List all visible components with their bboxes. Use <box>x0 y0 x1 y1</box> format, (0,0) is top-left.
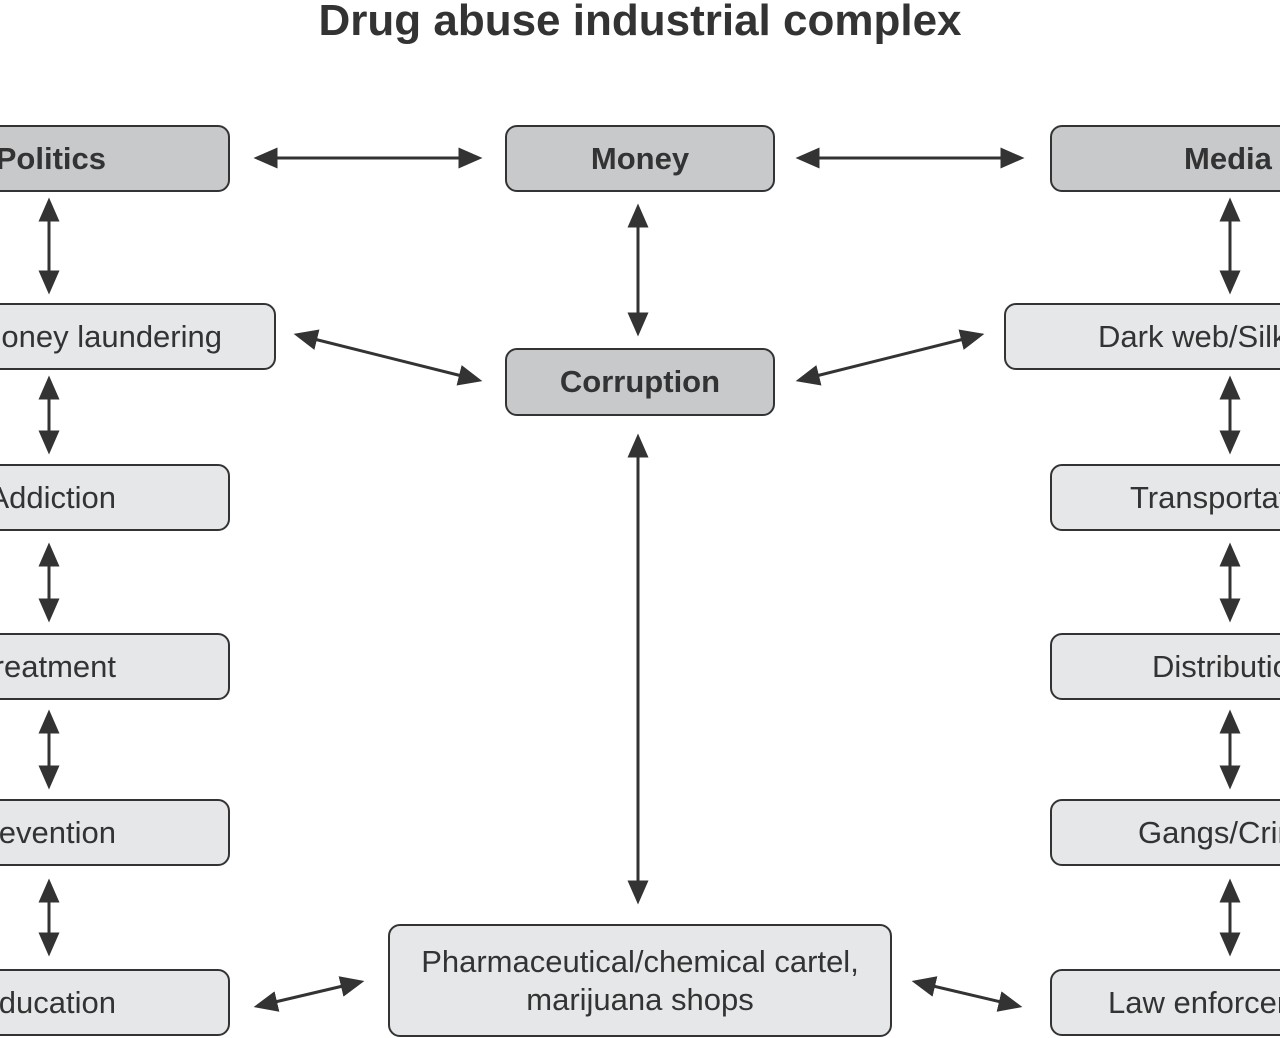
node-prevention: Prevention <box>0 799 230 866</box>
node-pharma-line2: marijuana shops <box>526 981 754 1017</box>
node-dark-web-label: Dark web/Silk Road <box>1098 318 1280 354</box>
arrow-laundering-corruption <box>293 329 483 386</box>
node-money-laundering-label: Money laundering <box>0 318 222 354</box>
arrow-education-pharma <box>253 976 365 1012</box>
node-politics: Politics <box>0 125 230 192</box>
node-corruption: Corruption <box>505 348 775 416</box>
node-gangs-label: Gangs/Crime <box>1138 814 1280 850</box>
node-education-label: Education <box>0 984 116 1020</box>
node-media: Media <box>1050 125 1280 192</box>
node-pharma-line1: Pharmaceutical/chemical cartel, <box>421 943 859 979</box>
node-money-label: Money <box>590 140 690 176</box>
diagram-title: Drug abuse industrial complex <box>318 0 962 45</box>
node-dark-web: Dark web/Silk Road <box>1004 303 1280 370</box>
node-prevention-label: Prevention <box>0 814 116 850</box>
node-money-laundering: Money laundering <box>0 303 276 370</box>
node-addiction: Addiction <box>0 464 230 531</box>
node-pharma-cartel: Pharmaceutical/chemical cartel, marijuan… <box>388 924 892 1037</box>
arrow-pharma-law <box>911 976 1023 1012</box>
node-gangs: Gangs/Crime <box>1050 799 1280 866</box>
node-addiction-label: Addiction <box>0 479 116 515</box>
node-treatment: Treatment <box>0 633 230 700</box>
node-law-enforcement: Law enforcement <box>1050 969 1280 1036</box>
node-media-label: Media <box>1184 140 1272 176</box>
node-distribution-label: Distribution <box>1152 648 1280 684</box>
node-distribution: Distribution <box>1050 633 1280 700</box>
node-corruption-label: Corruption <box>559 364 721 399</box>
node-law-enforcement-label: Law enforcement <box>1108 984 1280 1020</box>
node-education: Education <box>0 969 230 1036</box>
arrow-darkweb-corruption <box>795 329 985 386</box>
node-transportation: Transportation <box>1050 464 1280 531</box>
node-money: Money <box>505 125 775 192</box>
node-treatment-label: Treatment <box>0 648 116 684</box>
node-transportation-label: Transportation <box>1130 479 1280 515</box>
node-politics-label: Politics <box>0 140 106 176</box>
